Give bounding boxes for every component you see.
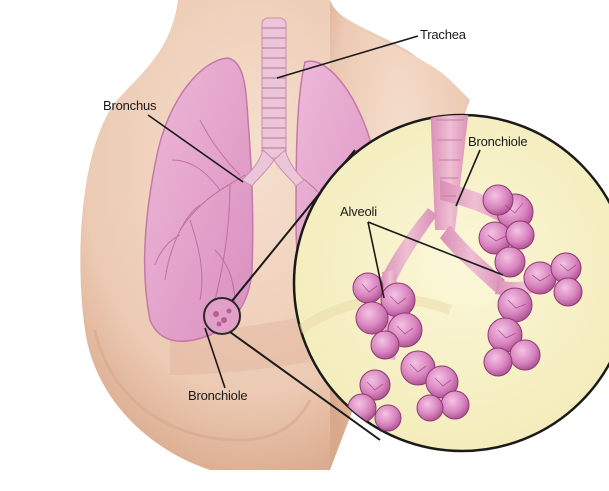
magnify-source-circle xyxy=(204,298,240,334)
label-alveoli: Alveoli xyxy=(340,204,377,219)
label-bronchus: Bronchus xyxy=(103,98,156,113)
label-bronchiole-inset: Bronchiole xyxy=(468,134,527,149)
label-bronchiole-lung: Bronchiole xyxy=(188,388,247,403)
label-trachea: Trachea xyxy=(420,27,466,42)
